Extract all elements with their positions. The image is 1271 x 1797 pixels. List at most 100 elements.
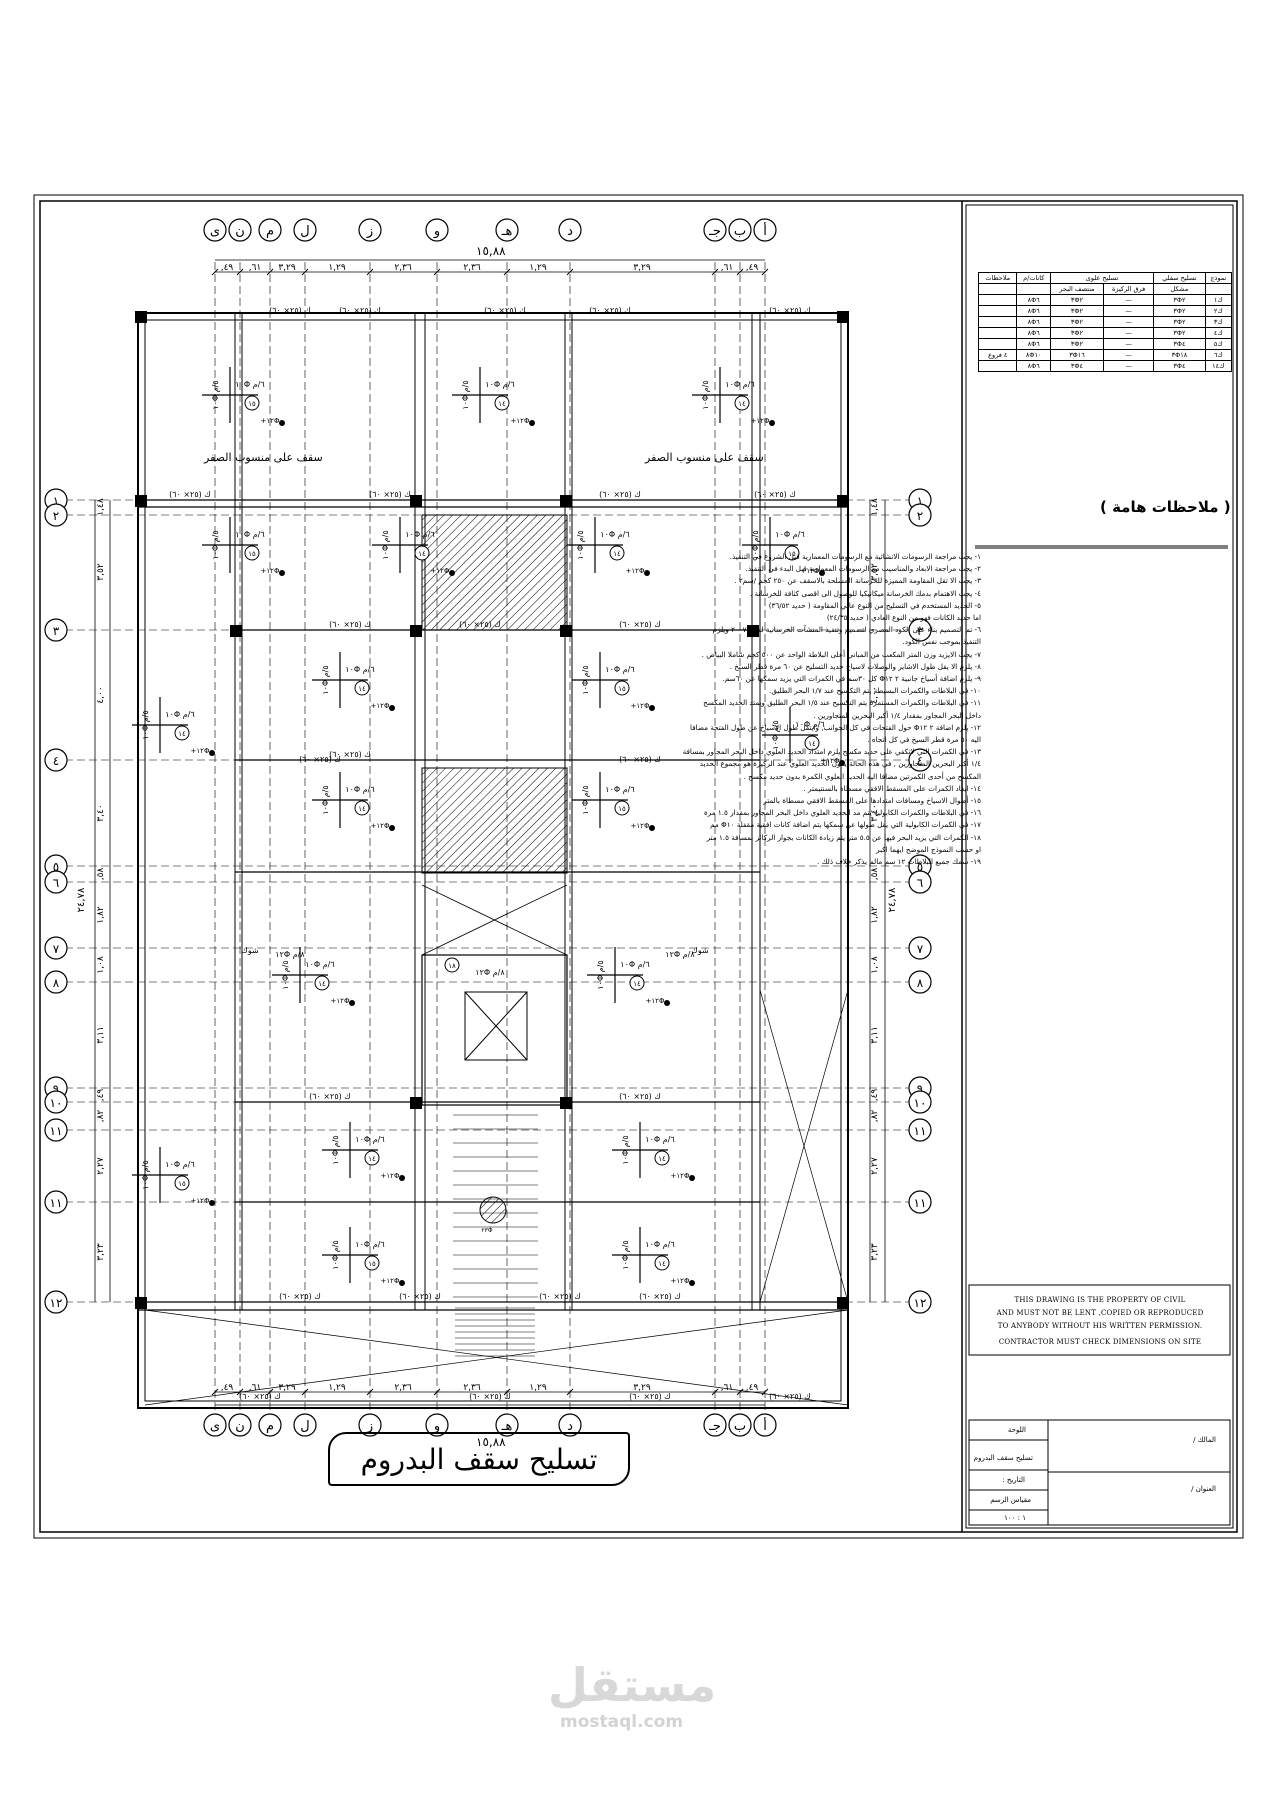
- note-item: او حسب النموذج الموضح ايهما اكبر: [876, 844, 981, 854]
- copyright-line-3: TO ANYBODY WITHOUT HIS WRITTEN PERMISSIO…: [997, 1322, 1203, 1330]
- overall-height-left: ٢٤,٧٨: [76, 887, 87, 912]
- note-item: ٥- الحديد المستخدم في التسليح من النوع ع…: [768, 600, 981, 610]
- slab-number-bubble: [314, 975, 330, 991]
- overall-width-bottom: ١٥,٨٨: [476, 1435, 506, 1449]
- bay-dim-bottom: ٢,٣٦: [463, 1383, 481, 1393]
- dim-tick: [366, 268, 374, 276]
- rebar-dot: [209, 1200, 215, 1206]
- grid-number-left: ٨: [53, 976, 60, 990]
- overall-height-right: ٢٤,٧٨: [887, 887, 898, 912]
- stair-number: ١٨: [448, 962, 456, 970]
- note-item: ٧- يجب الايزيد وزن المتر المكعب من المبا…: [701, 649, 981, 659]
- schedule-sub-support: فرق الركيزة: [1103, 283, 1155, 295]
- overall-width-top: ١٥,٨٨: [476, 244, 506, 258]
- note-item: ١٧- في الكمرات الكابولية التي يقل طولها …: [710, 820, 981, 830]
- rebar-label-top: ٦/م ١٠Φ: [600, 530, 629, 539]
- grid-bubble-bottom: [425, 1413, 449, 1437]
- rebar-label-top: ٦/م ١٠Φ: [355, 1135, 384, 1144]
- slab-number-bubble: [784, 545, 800, 561]
- rebar-dot: [689, 1280, 695, 1286]
- rebar-label-top: ٦/م ١٠Φ: [345, 785, 374, 794]
- beam-label: ك (٢٥× ٦٠): [469, 1392, 511, 1401]
- slab-number: ١٥: [368, 1260, 376, 1268]
- grid-bubble-top: [358, 218, 382, 242]
- dim-tick: [266, 1388, 274, 1396]
- slab-number: ١٥: [178, 1180, 186, 1188]
- rebar-label-main: ٥/م ١٠Φ: [621, 1135, 630, 1164]
- bay-dim-bottom: ٤٩,: [221, 1383, 234, 1393]
- grid-number-left: ٩: [53, 1082, 59, 1096]
- grid-number-right: ٢: [917, 509, 923, 523]
- row-dim-left: ٢,٢٧: [96, 1157, 106, 1175]
- rebar-additional: ١٢Φ+: [821, 757, 840, 765]
- row-dim-left: ٣,١١: [96, 1026, 106, 1043]
- row-dim-right: ٥٨,: [870, 868, 880, 881]
- building-outline: [137, 312, 849, 1409]
- beam-label: ك (٢٥× ٦٠): [619, 620, 661, 629]
- grid-bubble-bottom: [753, 1413, 777, 1437]
- grid-letter-bottom: ى: [210, 1419, 220, 1434]
- grid-bubble-left: [44, 1190, 68, 1214]
- schedule-header-notes: ملاحظات: [977, 272, 1018, 284]
- grid-bubble-bottom: [228, 1413, 252, 1437]
- dim-tick: [433, 1388, 441, 1396]
- grid-bubble-left: [44, 936, 68, 960]
- rebar-label-main: ٥/م ١٠Φ: [211, 380, 220, 409]
- grid-bubble-bottom: [495, 1413, 519, 1437]
- column: [410, 625, 422, 637]
- slab-number-bubble: [174, 1175, 190, 1191]
- bay-dim-top: ١,٢٩: [529, 263, 547, 273]
- void-cross: [144, 1309, 849, 1406]
- rebar-additional: ١٢Φ+: [671, 1172, 690, 1180]
- bay-dim-top: ٣,٢٩: [633, 263, 651, 273]
- grid-number-right: ٩: [917, 1082, 923, 1096]
- rebar-label-top: ٦/م ١٠Φ: [775, 530, 804, 539]
- grid-number-left: ٤: [53, 754, 59, 768]
- grid-number-left: ٣: [53, 624, 60, 638]
- grid-bubble-top: [558, 218, 582, 242]
- bay-dim-top: ٢,٣٦: [463, 263, 481, 273]
- slab-number-bubble: [614, 800, 630, 816]
- beam-label: ك (٢٥× ٦٠): [539, 1292, 581, 1301]
- rebar-label-main: ٥/م ١٠Φ: [701, 380, 710, 409]
- rebar-label-main: ٥/م ١٠Φ: [771, 720, 780, 749]
- grid-bubble-top: [203, 218, 227, 242]
- shok-label-left: شوك: [241, 946, 259, 955]
- slab-number-bubble: [364, 1150, 380, 1166]
- rebar-label-top: ٦/م ١٠Φ: [485, 380, 514, 389]
- column: [560, 495, 572, 507]
- beam-label: ك (٢٥× ٦٠): [339, 306, 381, 315]
- row-dim-left: ٣,٢٣: [96, 1243, 106, 1261]
- dim-tick: [433, 268, 441, 276]
- grid-bubble-top: [425, 218, 449, 242]
- grid-bubble-bottom: [358, 1413, 382, 1437]
- slab-number-bubble: [614, 680, 630, 696]
- grid-number-right: ٨: [917, 976, 924, 990]
- bay-dim-bottom: ٣,٢٩: [633, 1383, 651, 1393]
- row-dim-right: ٤٩,: [870, 1089, 880, 1102]
- rebar-label-main: ٥/م ١٠Φ: [576, 530, 585, 559]
- grid-bubble-right: [908, 748, 932, 772]
- dim-tick: [211, 1388, 219, 1396]
- grid-number-right: ٤: [917, 754, 923, 768]
- beam-label: ك (٢٥× ٦٠): [769, 306, 811, 315]
- rebar-dot: [389, 705, 395, 711]
- row-dim-right: ٤,٠٠: [870, 686, 880, 703]
- slab-number-bubble: [609, 545, 625, 561]
- slab-number-bubble: [654, 1150, 670, 1166]
- opening-cross: [421, 884, 568, 956]
- rebar-dot: [644, 570, 650, 576]
- note-item: ١١- في البلاطات والكمرات المستمرة يتم ال…: [703, 698, 981, 708]
- grid-number-right: ٣: [917, 624, 924, 638]
- rebar-label-main: ٥/م ١٠Φ: [621, 1240, 630, 1269]
- column: [560, 1097, 572, 1109]
- row-dim-right: ٣,٤٠: [870, 804, 880, 821]
- rebar-additional: ١٢Φ+: [671, 1277, 690, 1285]
- schedule-header-type: نموذج: [1204, 272, 1233, 284]
- grid-bubble-top: [258, 218, 282, 242]
- grid-letter-bottom: و: [433, 1419, 440, 1434]
- slab-number: ١٤: [358, 805, 366, 813]
- rebar-dot: [449, 570, 455, 576]
- slab-number-bubble: [244, 545, 260, 561]
